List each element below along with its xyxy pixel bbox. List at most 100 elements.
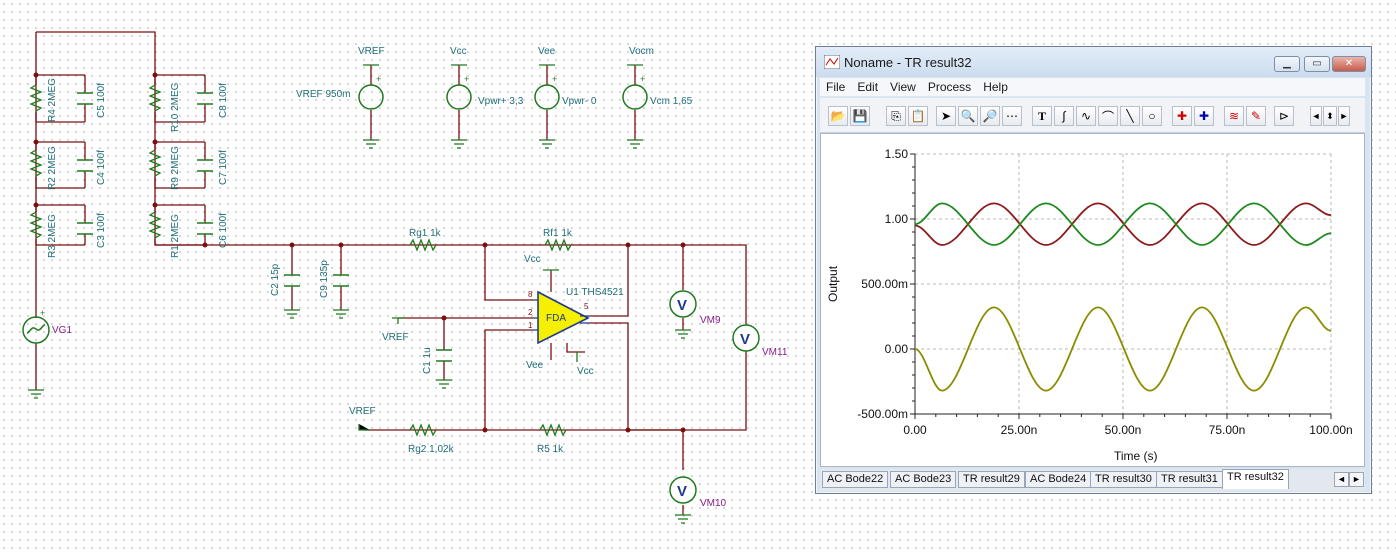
source-vee[interactable] [534,84,560,110]
resistor-rf1[interactable] [544,238,572,252]
meter-symbol: V [677,483,687,500]
open-icon[interactable]: 📂 [828,106,848,126]
menu-help[interactable]: Help [983,80,1008,94]
tab-ac-bode23[interactable]: AC Bode23 [890,471,957,488]
text-tool-icon[interactable]: T [1032,106,1052,126]
cursor-b-icon[interactable]: ✚ [1194,106,1214,126]
capacitor-c3[interactable] [77,222,93,235]
signal-generator-vg1[interactable] [22,316,50,344]
wire [370,65,636,140]
curve-param-icon[interactable]: ⌒ [1098,106,1118,126]
capacitor-c2[interactable] [284,274,300,287]
tab-tr-result31[interactable]: TR result31 [1156,471,1223,488]
tab-tr-result30[interactable]: TR result30 [1090,471,1157,488]
resistor-r3[interactable] [29,211,43,239]
tab-ac-bode24[interactable]: AC Bode24 [1025,471,1092,488]
menu-process[interactable]: Process [927,80,972,94]
x-tick-label: 50.00n [1105,423,1142,437]
resistor-r5[interactable] [539,423,567,437]
circle-icon[interactable]: ○ [1142,106,1162,126]
menu-view[interactable]: View [890,80,916,94]
marker-icon[interactable]: ⊳ [1274,106,1294,126]
zoom-100-icon[interactable]: 🔎 [980,106,1000,126]
resistor-r4[interactable] [29,84,43,112]
voltmeter-vm9[interactable]: V [669,290,697,318]
y-tick-label: -500.00m [857,407,908,421]
resistor-rg1[interactable] [409,238,437,252]
label-c3: C3 100f [96,213,107,248]
minimize-button[interactable]: ▁ [1274,56,1300,72]
capacitor-c1[interactable] [436,349,452,362]
close-button[interactable]: ✕ [1332,56,1366,72]
label-rg1: Rg1 1k [409,228,442,239]
chart-series [914,202,1332,392]
copy-icon[interactable]: ⎘ [886,106,906,126]
label-rg2: Rg2 1,02k [408,444,455,455]
scroll-left-icon[interactable]: ◄ [1310,106,1322,126]
save-icon[interactable]: 💾 [850,106,870,126]
resistor-r1[interactable] [148,211,162,239]
resistor-r2[interactable] [29,149,43,177]
label-vocm-source: Vcm 1,65 [650,96,693,107]
multi-curve-icon[interactable]: ≋ [1224,106,1244,126]
y-tick-label: 1.00 [885,212,909,226]
label-r9: R9 2MEG [170,146,181,190]
pointer-icon[interactable]: ➤ [936,106,956,126]
capacitor-c6[interactable] [197,222,213,235]
source-vcc[interactable] [446,84,472,110]
voltmeter-vm10[interactable]: V [669,476,697,504]
meter-symbol: V [740,331,750,348]
updown-icon[interactable]: ⬍ [1323,106,1337,126]
x-tick-label: 100.00n [1309,423,1352,437]
capacitor-c4[interactable] [77,159,93,172]
maximize-button[interactable]: ▭ [1304,56,1330,72]
label-vcc-source: Vpwr+ 3,3 [478,96,524,107]
title-bar[interactable]: Noname - TR result32 ▁ ▭ ✕ [816,47,1371,77]
line-icon[interactable]: ╲ [1120,106,1140,126]
source-vocm[interactable] [622,84,648,110]
y-tick-label: 500.00m [861,277,908,291]
label-c2: C2 15p [270,263,281,296]
source-vref[interactable] [358,84,384,110]
tab-tr-result29[interactable]: TR result29 [958,471,1025,488]
capacitor-c7[interactable] [197,159,213,172]
wire [590,322,629,430]
x-axis-label: Time (s) [1114,449,1158,463]
tab-scroll-left-button[interactable]: ◄ [1334,472,1349,487]
capacitor-c8[interactable] [197,92,213,105]
tab-scroll-right-button[interactable]: ► [1349,472,1364,487]
label-vm10: VM10 [700,498,727,509]
label-c7: C7 100f [218,150,229,185]
cursor-a-icon[interactable]: ✚ [1172,106,1192,126]
resistor-rg2[interactable] [409,423,437,437]
pin-label: 1 [528,321,533,330]
menu-file[interactable]: File [826,80,846,94]
resistor-r9[interactable] [148,149,162,177]
resistor-r10[interactable] [148,84,162,112]
label-u1: U1 THS4521 [566,287,624,298]
label-net-vcc-bottom: Vcc [577,366,594,377]
label-vee-name: Vee [538,46,556,57]
label-c5: C5 100f [96,83,107,118]
probe-icon[interactable]: ✎ [1246,106,1266,126]
voltmeter-vm11[interactable]: V [732,324,760,352]
curve-fit-icon[interactable]: ∫ [1054,106,1074,126]
label-r2: R2 2MEG [47,146,58,190]
capacitor-c9[interactable] [333,274,349,287]
tab-tr-result32[interactable]: TR result32 [1222,469,1289,489]
y-tick-label: 1.50 [885,147,909,161]
curve-tool-icon[interactable]: ∿ [1076,106,1096,126]
tab-ac-bode22[interactable]: AC Bode22 [822,471,889,488]
paste-icon[interactable]: 📋 [908,106,928,126]
x-tick-label: 25.00n [1001,423,1038,437]
tr-result-window[interactable]: Noname - TR result32 ▁ ▭ ✕ File Edit View P… [815,46,1372,494]
menu-edit[interactable]: Edit [857,80,879,94]
scroll-right-icon[interactable]: ► [1338,106,1350,126]
grid-icon[interactable]: ⋯ [1002,106,1022,126]
capacitor-c5[interactable] [77,92,93,105]
zoom-in-icon[interactable]: 🔍 [958,106,978,126]
opamp-u1[interactable]: FDA [533,290,590,345]
